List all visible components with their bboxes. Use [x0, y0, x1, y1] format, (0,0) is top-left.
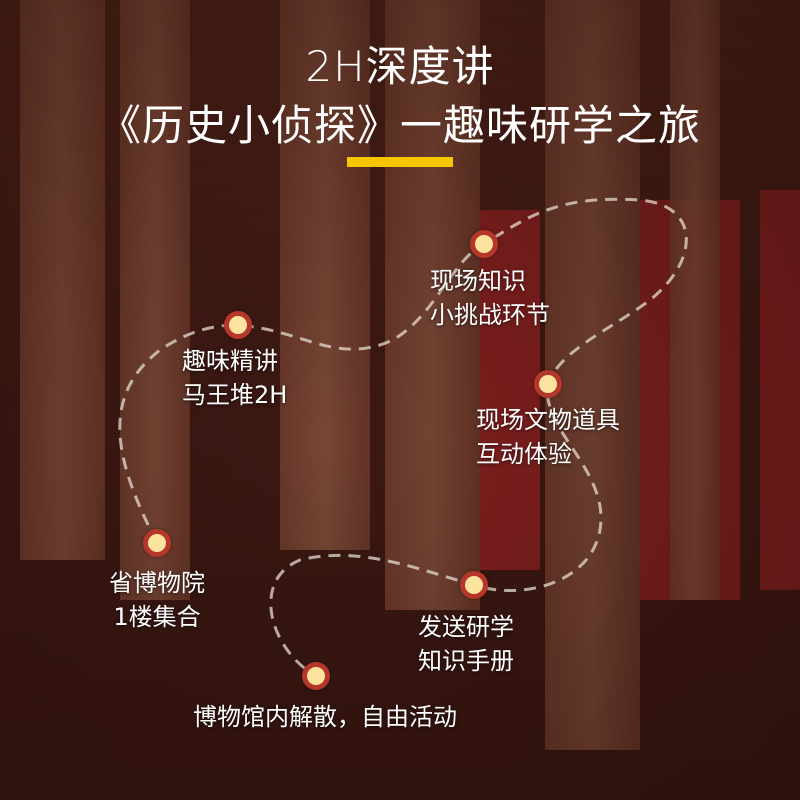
route-point-4: [534, 370, 562, 398]
step-text: 小挑战环节: [430, 301, 550, 329]
step-text: 省博物院: [109, 569, 205, 597]
step-text: 现场知识: [430, 267, 526, 295]
step-label-challenge: 现场知识 小挑战环节: [430, 264, 550, 332]
step-text: 互动体验: [476, 440, 572, 468]
title-underline-bar: [347, 157, 453, 167]
title-line-1: 2H深度讲: [305, 42, 495, 91]
step-label-dismiss: 博物馆内解散，自由活动: [125, 700, 525, 734]
route-point-6: [302, 662, 330, 690]
title-line-2: 《历史小侦探》一趣味研学之旅: [98, 101, 701, 150]
step-text: 趣味精讲: [182, 347, 278, 375]
step-text: 马王堆2H: [182, 381, 288, 409]
step-label-interactive: 现场文物道具 互动体验: [476, 403, 620, 471]
route-point-3: [470, 230, 498, 258]
step-text: 知识手册: [418, 647, 514, 675]
step-text: 发送研学: [418, 613, 514, 641]
step-text: 现场文物道具: [476, 406, 620, 434]
step-label-gather: 省博物院 1楼集合: [77, 566, 237, 634]
step-label-lecture: 趣味精讲 马王堆2H: [182, 344, 287, 412]
step-text: 博物馆内解散，自由活动: [193, 703, 457, 731]
step-text: 1楼集合: [113, 603, 201, 631]
route-point-5: [460, 571, 488, 599]
step-label-handbook: 发送研学 知识手册: [418, 610, 514, 678]
route-point-2: [224, 311, 252, 339]
route-point-1: [143, 529, 171, 557]
